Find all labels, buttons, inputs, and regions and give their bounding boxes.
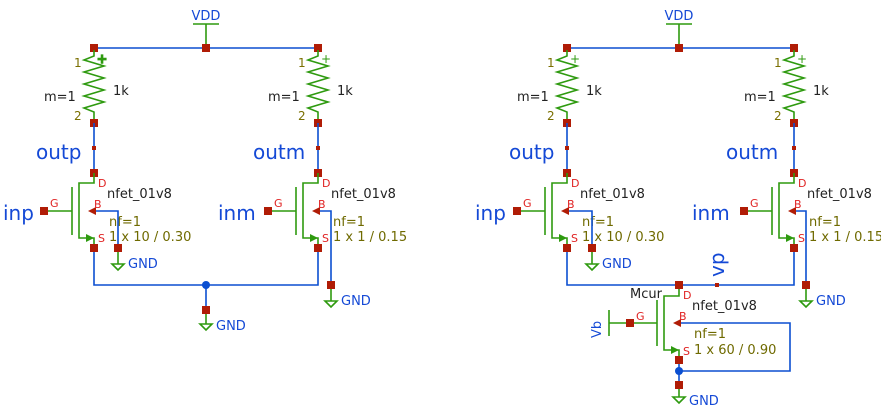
- svg-text:1 x 10 / 0.30: 1 x 10 / 0.30: [582, 230, 664, 245]
- svg-text:S: S: [683, 345, 690, 358]
- device-model: nfet_01v8: [331, 187, 396, 202]
- svg-text:1k: 1k: [813, 84, 829, 99]
- resistor-value: 1k: [337, 84, 353, 99]
- net-marker: [92, 146, 96, 150]
- net-label-outp: outp: [36, 140, 81, 164]
- svg-text:S: S: [798, 232, 805, 245]
- resistor-right[interactable]: + 1 2 m=1 1k: [268, 49, 353, 123]
- nfet-left[interactable]: D G B S nfet_01v8 nf=1 1 x 10 / 0.30: [40, 169, 191, 252]
- svg-text:G: G: [750, 197, 759, 210]
- pin-number: 1: [74, 56, 82, 70]
- svg-text:1k: 1k: [586, 84, 602, 99]
- device-size: 1 x 1 / 0.15: [333, 230, 407, 245]
- resistor-right[interactable]: + 1 2 m=1 1k: [744, 49, 829, 123]
- vdd-symbol: VDD: [665, 9, 694, 48]
- svg-text:nfet_01v8: nfet_01v8: [692, 299, 757, 314]
- svg-text:D: D: [98, 177, 106, 190]
- svg-text:B: B: [679, 310, 687, 323]
- svg-text:1 x 1 / 0.15: 1 x 1 / 0.15: [809, 230, 881, 245]
- pin: [202, 44, 210, 52]
- pin-number: 2: [74, 109, 82, 123]
- svg-text:D: D: [571, 177, 579, 190]
- svg-text:D: D: [798, 177, 806, 190]
- svg-text:nf=1: nf=1: [694, 327, 726, 342]
- svg-text:m=1: m=1: [744, 90, 776, 105]
- left-schematic: VDD + 1 2 m=1 1k + 1 2 m=1 1k: [3, 9, 407, 334]
- resistor-value: 1k: [113, 84, 129, 99]
- net-label-inm: inm: [218, 201, 256, 225]
- nfet-right[interactable]: D G B S nfet_01v8 nf=1 1 x 1 / 0.15: [264, 169, 407, 252]
- svg-text:1: 1: [547, 56, 555, 70]
- svg-text:S: S: [571, 232, 578, 245]
- resistor-mult: m=1: [44, 90, 76, 105]
- junction-dot: [675, 367, 683, 375]
- pin-number: 2: [298, 109, 306, 123]
- svg-text:2: 2: [774, 109, 782, 123]
- nfet-current-source[interactable]: Mcur D G B S nfet_01v8 nf=1 1 x 60 / 0.9…: [626, 287, 776, 364]
- right-schematic: VDD + 1 2 m=1 1k + 1 2 m=1 1k outp: [475, 9, 881, 409]
- svg-text:GND: GND: [816, 294, 846, 309]
- svg-text:G: G: [523, 197, 532, 210]
- svg-text:nfet_01v8: nfet_01v8: [580, 187, 645, 202]
- svg-text:S: S: [322, 232, 329, 245]
- gnd-label: GND: [341, 294, 371, 309]
- svg-text:B: B: [794, 198, 802, 211]
- svg-text:B: B: [94, 198, 102, 211]
- vdd-label: VDD: [665, 9, 694, 24]
- device-nf: nf=1: [109, 215, 141, 230]
- svg-text:nfet_01v8: nfet_01v8: [807, 187, 872, 202]
- resistor-mult: m=1: [268, 90, 300, 105]
- svg-text:B: B: [318, 198, 326, 211]
- net-label-outm: outm: [726, 140, 778, 164]
- net-label-inp: inp: [475, 201, 506, 225]
- svg-text:G: G: [636, 310, 645, 323]
- pin: [314, 44, 322, 52]
- svg-text:GND: GND: [689, 394, 719, 409]
- svg-text:D: D: [322, 177, 330, 190]
- device-model: nfet_01v8: [107, 187, 172, 202]
- net-label-inp: inp: [3, 201, 34, 225]
- net-label-vp: vp: [705, 252, 729, 277]
- polarity-label: +: [97, 52, 107, 66]
- svg-text:B: B: [567, 198, 575, 211]
- svg-text:+: +: [797, 52, 807, 66]
- svg-text:m=1: m=1: [517, 90, 549, 105]
- net-label-outm: outm: [253, 140, 305, 164]
- pin-number: 1: [298, 56, 306, 70]
- net-marker: [316, 146, 320, 150]
- device-name: Mcur: [630, 287, 663, 302]
- vdd-symbol: VDD: [192, 9, 221, 48]
- device-nf: nf=1: [333, 215, 365, 230]
- vdd-label: VDD: [192, 9, 221, 24]
- gnd-label: GND: [216, 319, 246, 334]
- pin: [90, 44, 98, 52]
- svg-text:1: 1: [774, 56, 782, 70]
- svg-text:2: 2: [547, 109, 555, 123]
- svg-text:1 x 60 / 0.90: 1 x 60 / 0.90: [694, 343, 776, 358]
- svg-text:D: D: [683, 289, 691, 302]
- svg-text:nf=1: nf=1: [809, 215, 841, 230]
- net-label-vb: Vb: [590, 321, 605, 338]
- svg-text:G: G: [50, 197, 59, 210]
- net-label-outp: outp: [509, 140, 554, 164]
- nfet-right[interactable]: D G B S nfet_01v8 nf=1 1 x 1 / 0.15: [740, 169, 881, 252]
- polarity-label: +: [321, 52, 331, 66]
- svg-text:G: G: [274, 197, 283, 210]
- svg-text:GND: GND: [602, 257, 632, 272]
- resistor-left[interactable]: + 1 2 m=1 1k: [517, 49, 602, 123]
- net-marker: [715, 283, 719, 287]
- resistor-left[interactable]: + 1 2 m=1 1k: [44, 49, 129, 123]
- svg-text:S: S: [98, 232, 105, 245]
- net-label-inm: inm: [692, 201, 730, 225]
- svg-text:+: +: [570, 52, 580, 66]
- gnd-label: GND: [128, 257, 158, 272]
- device-size: 1 x 10 / 0.30: [109, 230, 191, 245]
- svg-text:nf=1: nf=1: [582, 215, 614, 230]
- nfet-left[interactable]: D G B S nfet_01v8 nf=1 1 x 10 / 0.30: [513, 169, 664, 252]
